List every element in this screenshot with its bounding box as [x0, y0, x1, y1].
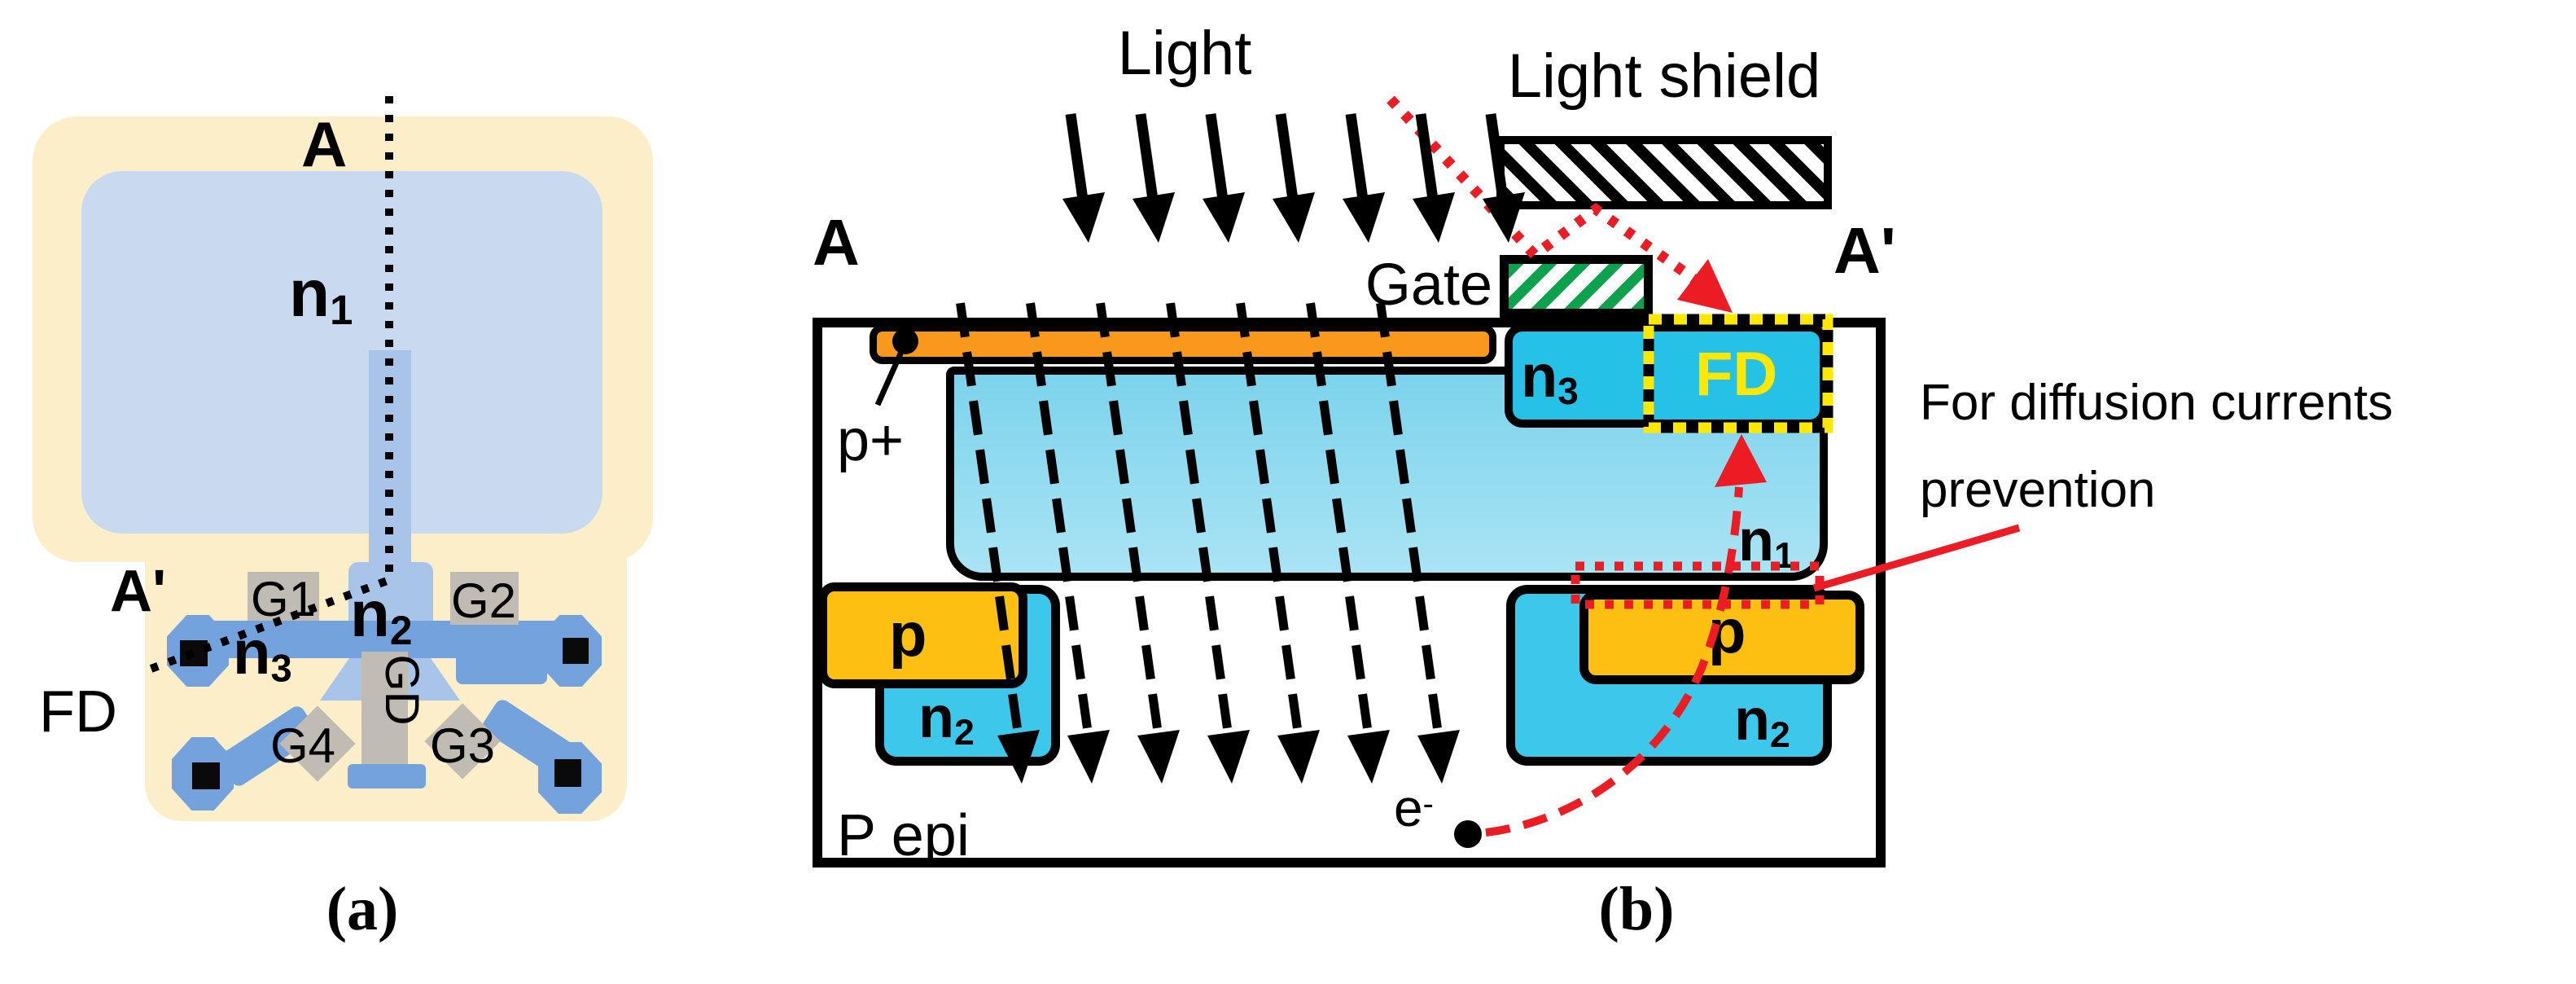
gate-g2-pad: [450, 572, 519, 625]
annotation-line1: For diffusion currents: [1920, 375, 2394, 431]
light-arrowhead: [1343, 192, 1385, 243]
light-label: Light: [1117, 19, 1252, 88]
electron-label: e-: [1394, 779, 1434, 837]
n3-label: n3: [233, 618, 292, 690]
light-arrowhead: [1203, 192, 1245, 243]
p-left-label: p: [889, 600, 927, 670]
light-arrow: [1205, 113, 1229, 206]
light-arrow: [1345, 113, 1369, 206]
gd-label: GD: [375, 654, 428, 726]
light-arrowhead: [1062, 192, 1105, 243]
g3-label: G3: [430, 718, 496, 773]
n2-label: n2: [350, 578, 413, 653]
p-epi-label: P epi: [837, 803, 970, 868]
light-arrow: [1135, 113, 1159, 206]
p-plus-label: p+: [837, 408, 905, 473]
stray-light-arrowhead: [1677, 259, 1733, 313]
fd-label-b: FD: [1695, 340, 1778, 409]
a-prime-marker: A': [110, 559, 167, 624]
fd-label: FD: [39, 679, 117, 745]
lower-left-contact: [192, 762, 220, 789]
light-arrow: [1275, 113, 1299, 206]
gd-foot-bar: [348, 764, 426, 789]
p-right-label: p: [1708, 597, 1746, 666]
p-left-region: [818, 582, 1027, 688]
light-shield-label: Light shield: [1507, 42, 1821, 111]
g1-label: G1: [251, 572, 317, 626]
g2-label: G2: [451, 573, 517, 628]
section-marker-a: A: [301, 108, 348, 180]
transfer-gate: [1500, 255, 1653, 318]
right-contact: [563, 638, 589, 664]
a-prime-marker-b: A': [1833, 214, 1896, 287]
p-plus-layer: [870, 324, 1496, 364]
fd-contact: [180, 640, 208, 666]
n2-left-label: n2: [918, 685, 975, 753]
light-arrowhead: [1413, 192, 1455, 243]
annotation-line2: prevention: [1920, 461, 2156, 518]
light-arrow: [1065, 113, 1089, 206]
g4-label: G4: [270, 718, 336, 773]
section-marker-a-b: A: [813, 206, 860, 279]
n1-label-b: n1: [1738, 508, 1794, 576]
caption-a: (a): [326, 875, 399, 943]
light-arrows: [1062, 113, 1525, 243]
n3-label-b: n3: [1521, 342, 1579, 413]
light-arrow: [1415, 113, 1439, 206]
transfer-bar-step: [456, 650, 547, 684]
photodiode-n1-region-top-view: [81, 171, 602, 534]
lower-right-contact: [554, 759, 581, 787]
n1-label: n1: [289, 257, 353, 334]
light-shield: [1496, 136, 1832, 209]
n2-right-label: n2: [1734, 687, 1790, 755]
gate-label: Gate: [1365, 253, 1492, 318]
light-arrowhead: [1273, 192, 1315, 243]
caption-b: (b): [1598, 875, 1675, 943]
light-arrowhead: [1132, 192, 1175, 243]
annotation-text: For diffusion currents prevention: [1920, 360, 2393, 534]
